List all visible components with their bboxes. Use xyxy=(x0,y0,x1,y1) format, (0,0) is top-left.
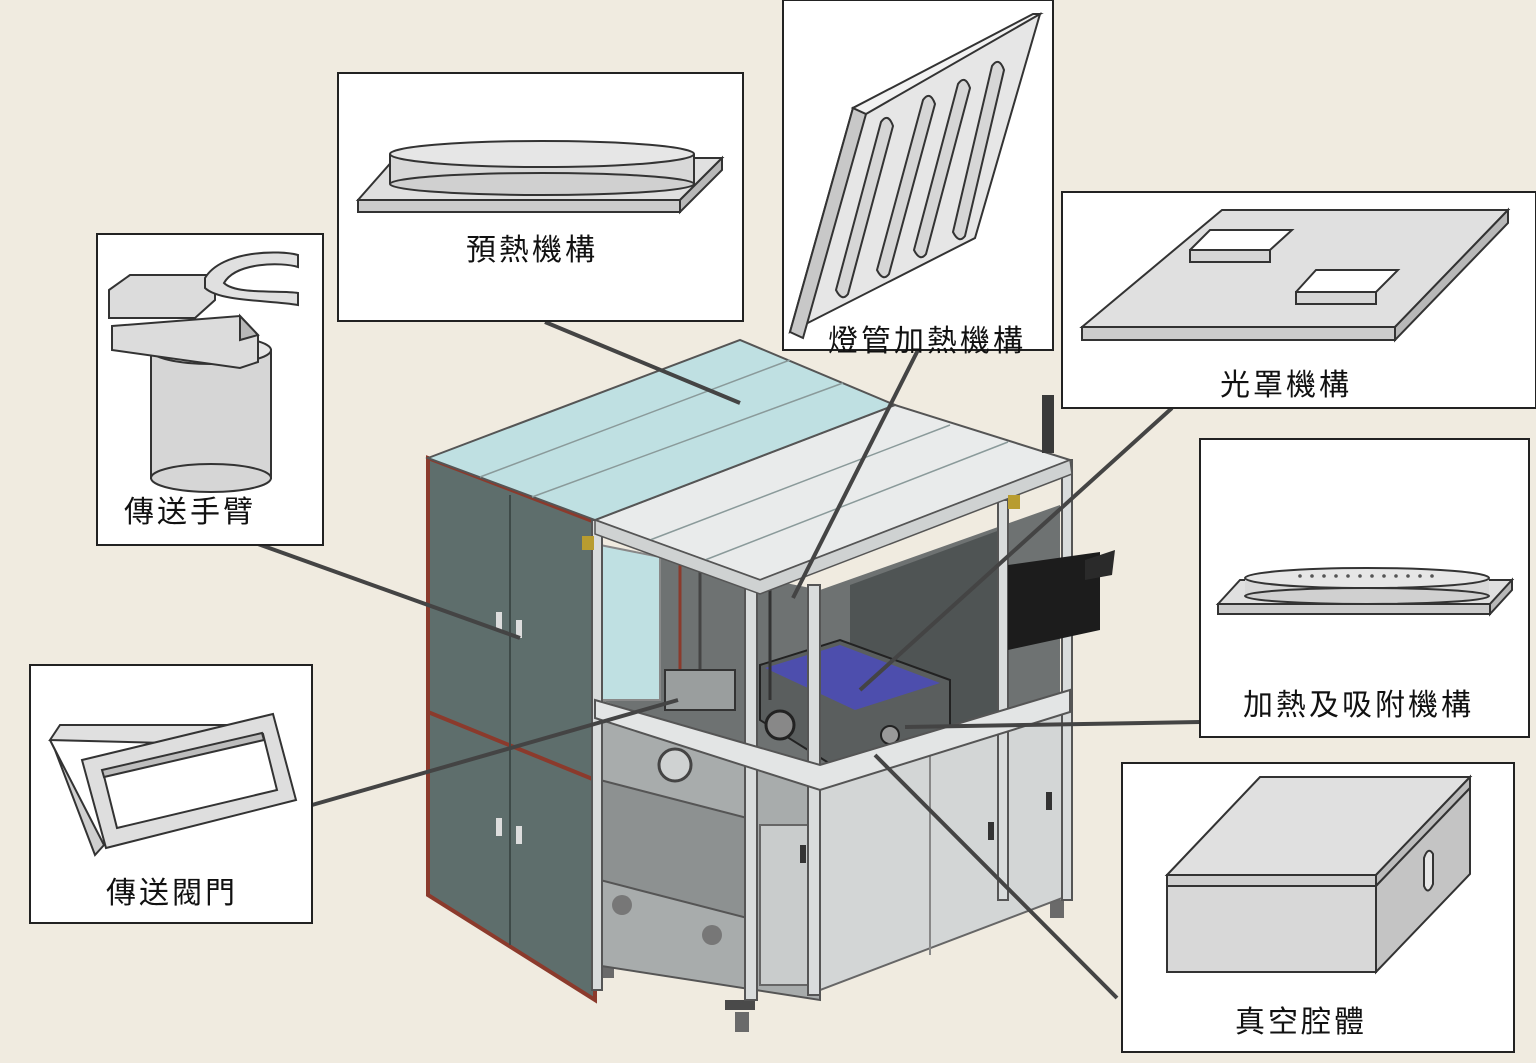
machine-illustration xyxy=(425,338,1115,1032)
label-transfer-valve: 傳送閥門 xyxy=(106,876,238,911)
transfer-arm-illustration xyxy=(108,251,299,493)
machine-left-side xyxy=(426,455,597,1004)
monitor xyxy=(1008,552,1100,650)
label-vacuum-chamber: 真空腔體 xyxy=(1235,1005,1367,1040)
signal-tower xyxy=(1042,395,1054,453)
panel-transfer-valve xyxy=(29,664,313,924)
panel-vacuum-chamber xyxy=(1121,762,1515,1053)
label-lamp-heating: 燈管加熱機構 xyxy=(828,324,1026,359)
machine-frame xyxy=(591,459,1073,1001)
label-heat-suction: 加熱及吸附機構 xyxy=(1243,688,1474,723)
panel-transfer-arm xyxy=(96,233,324,546)
transfer-valve-illustration xyxy=(48,712,298,857)
panel-mask xyxy=(1061,191,1536,409)
label-preheat: 預熱機構 xyxy=(466,233,598,268)
lamp-heating-illustration xyxy=(788,12,1044,340)
preheat-illustration xyxy=(355,140,725,215)
vacuum-chamber-illustration xyxy=(1164,774,1473,975)
panel-preheat xyxy=(337,72,744,322)
panel-lamp-heating xyxy=(782,0,1054,351)
label-mask: 光罩機構 xyxy=(1220,368,1352,403)
mask-illustration xyxy=(1079,207,1511,343)
label-transfer-arm: 傳送手臂 xyxy=(124,495,256,530)
heat-suction-illustration xyxy=(1215,567,1515,617)
leader-lines xyxy=(257,320,1201,1000)
machine-top-cyan xyxy=(425,338,898,522)
panel-heat-suction xyxy=(1199,438,1530,738)
